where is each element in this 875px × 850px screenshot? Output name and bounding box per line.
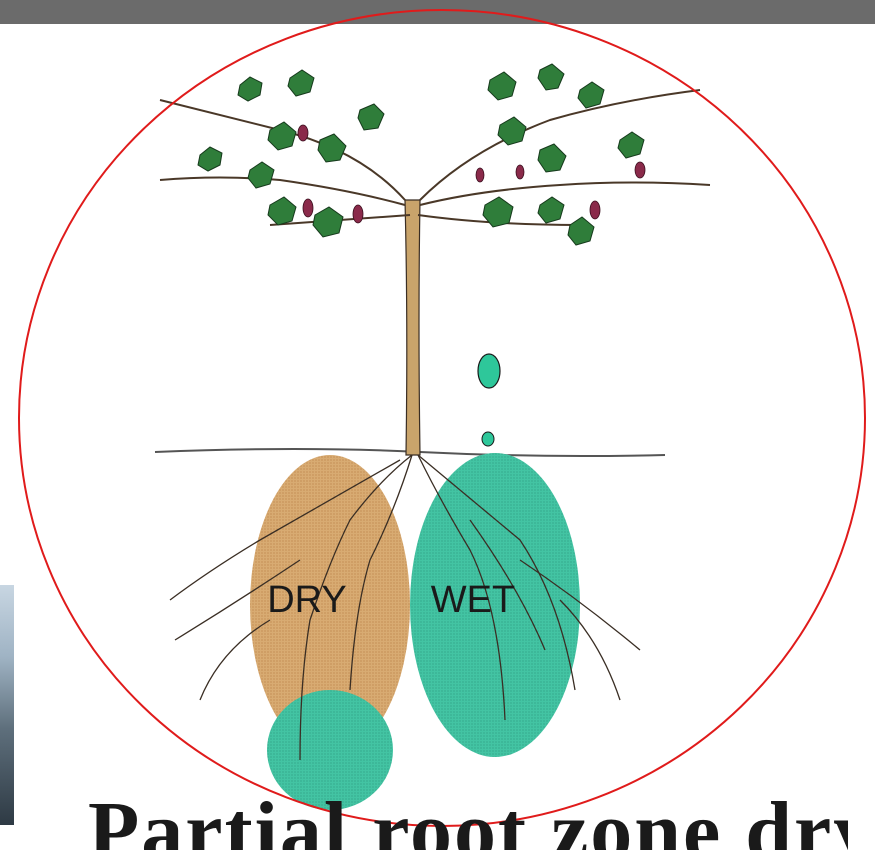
dry-label: DRY [267, 579, 347, 621]
water-drop-small [482, 432, 494, 446]
wet-label: WET [431, 579, 515, 621]
leaves-right [483, 64, 644, 245]
water-drop-large [478, 354, 500, 388]
grape-clusters [298, 125, 645, 223]
footer-title-fragment: Partial root zone drying [88, 790, 848, 850]
trunk [405, 200, 420, 455]
